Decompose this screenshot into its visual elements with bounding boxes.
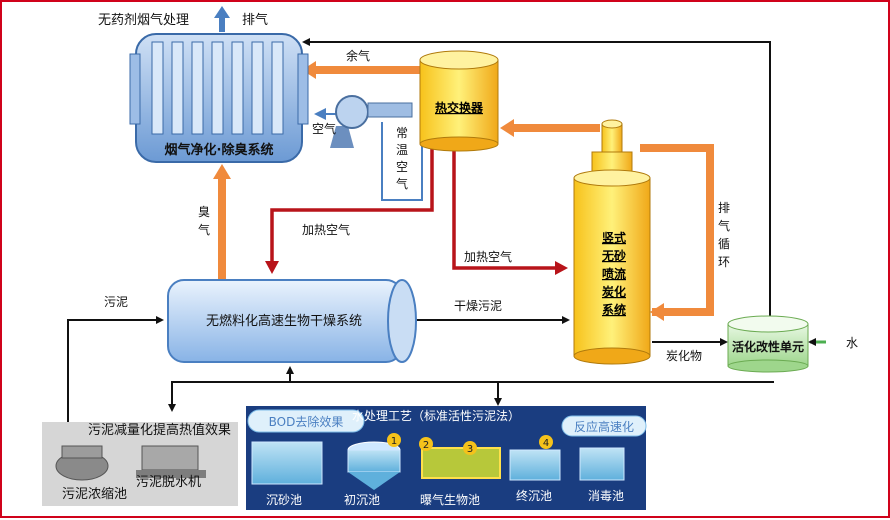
carbonizer-line-5: 系统 bbox=[602, 302, 626, 317]
tank-label-1: 沉砂池 bbox=[266, 493, 302, 507]
sludge-label: 污泥 bbox=[104, 295, 128, 309]
orange-heads bbox=[213, 61, 664, 321]
activation-unit-label: 活化改性单元 bbox=[732, 339, 804, 354]
carbonizer-line-1: 竖式 bbox=[602, 230, 626, 245]
fan-icon bbox=[330, 95, 413, 148]
exhaust-cycle-line bbox=[640, 144, 714, 316]
sludge-reduction-label: 污泥减量化提高热值效果 bbox=[88, 422, 231, 438]
red-lines bbox=[270, 146, 558, 270]
thickener-label: 污泥浓缩池 bbox=[62, 486, 127, 502]
air-inlet-head bbox=[314, 108, 326, 120]
dewatering-label: 污泥脱水机 bbox=[136, 475, 201, 490]
char-label: 炭化物 bbox=[666, 349, 702, 363]
carbonizer: 竖式 无砂 喷流 炭化 系统 bbox=[573, 119, 651, 365]
carbonizer-line-4: 炭化 bbox=[602, 284, 626, 299]
water-process-panel: BOD去除效果 反应高速化 水处理工艺（标准活性污泥法） 1 2 3 4 沉砂池… bbox=[246, 406, 647, 510]
exhaust-cycle-4: 环 bbox=[718, 255, 730, 269]
tank-label-3: 曝气生物池 bbox=[420, 492, 480, 507]
flue-gas-unit: 烟气净化·除臭系统 bbox=[129, 33, 309, 163]
waste-gas-label: 余气 bbox=[346, 48, 370, 63]
bio-dryer: 无燃料化高速生物干燥系统 bbox=[167, 279, 417, 363]
exhaust-label: 排气 bbox=[242, 12, 268, 28]
exhaust-cycle-1: 排 bbox=[718, 201, 730, 215]
sludge-feed-line bbox=[67, 316, 164, 462]
title-text: 无药剂烟气处理 bbox=[98, 12, 189, 28]
step-1: 1 bbox=[391, 436, 397, 447]
vent-return-line bbox=[302, 38, 771, 372]
normal-air-1: 常 bbox=[396, 126, 408, 140]
odor-gas-1: 臭 bbox=[198, 204, 210, 219]
heated-air-label-1: 加热空气 bbox=[302, 222, 350, 237]
step-4: 4 bbox=[543, 438, 549, 449]
black-lines bbox=[67, 38, 774, 462]
flue-gas-unit-label: 烟气净化·除臭系统 bbox=[165, 142, 274, 158]
odor-gas-2: 气 bbox=[198, 222, 210, 237]
carbonizer-line-3: 喷流 bbox=[602, 266, 626, 281]
return-to-thickener-line bbox=[168, 381, 774, 412]
red-heads bbox=[265, 261, 568, 275]
exhaust-cycle-3: 循 bbox=[718, 237, 730, 251]
reaction-label: 反应高速化 bbox=[574, 419, 634, 434]
heated-air-label-2: 加热空气 bbox=[464, 249, 512, 264]
normal-air-3: 空 bbox=[396, 160, 408, 174]
normal-air-2: 温 bbox=[396, 143, 408, 157]
water-process-title: 水处理工艺（标准活性污泥法） bbox=[352, 409, 520, 423]
step-2: 2 bbox=[423, 440, 429, 451]
tank-label-5: 消毒池 bbox=[588, 489, 624, 503]
dry-sludge-label: 干燥污泥 bbox=[454, 299, 502, 313]
exhaust-cycle-2: 气 bbox=[718, 218, 730, 233]
bod-label: BOD去除效果 bbox=[269, 414, 344, 429]
tank-label-4: 终沉池 bbox=[516, 488, 552, 503]
heat-exchanger-label: 热交换器 bbox=[435, 100, 484, 115]
normal-air-4: 气 bbox=[396, 176, 408, 191]
sludge-treatment-panel: 污泥浓缩池 污泥脱水机 污泥减量化提高热值效果 bbox=[42, 422, 238, 506]
bio-dryer-label: 无燃料化高速生物干燥系统 bbox=[206, 313, 362, 329]
orange-lines bbox=[218, 66, 714, 316]
exhaust-up-arrow bbox=[214, 6, 230, 32]
carbonizer-line-2: 无砂 bbox=[601, 248, 626, 263]
step-3: 3 bbox=[467, 444, 473, 455]
air-label: 空气 bbox=[312, 121, 336, 136]
tank-label-2: 初沉池 bbox=[344, 493, 380, 507]
heat-exchanger: 热交换器 bbox=[419, 50, 499, 152]
activation-unit: 活化改性单元 bbox=[727, 315, 809, 373]
water-label: 水 bbox=[846, 336, 858, 350]
